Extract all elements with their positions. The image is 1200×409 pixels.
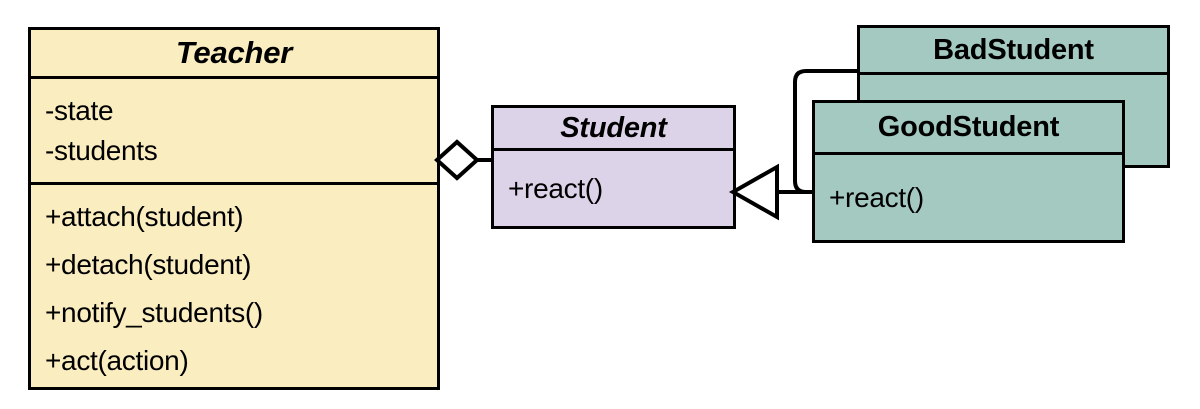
class-name-teacher: Teacher xyxy=(175,34,293,70)
class-name-student: Student xyxy=(560,111,667,144)
method-row: +attach(student) xyxy=(45,201,244,232)
class-name-badstudent: BadStudent xyxy=(933,33,1094,66)
aggregation-teacher-student xyxy=(434,139,494,181)
hollow-triangle-marker xyxy=(728,163,779,221)
class-box-teacher[interactable]: Teacher -state -students +attach(student… xyxy=(28,27,440,390)
attribute-row: -state xyxy=(45,94,114,126)
class-attributes-compartment-teacher: -state -students xyxy=(31,76,437,182)
class-methods-compartment-student: +react() xyxy=(494,148,733,226)
hollow-diamond-marker xyxy=(434,139,480,181)
class-title-compartment-badstudent: BadStudent xyxy=(860,28,1167,72)
class-methods-compartment-teacher: +attach(student) +detach(student) +notif… xyxy=(31,182,437,387)
method-row: +react() xyxy=(829,181,924,213)
class-title-compartment-goodstudent: GoodStudent xyxy=(815,103,1122,152)
class-methods-compartment-badstudent xyxy=(860,72,1167,165)
class-name-goodstudent: GoodStudent xyxy=(877,111,1060,144)
method-row: +detach(student) xyxy=(45,249,252,280)
class-title-compartment-teacher: Teacher xyxy=(31,30,437,76)
method-row: +notify_students() xyxy=(45,297,263,328)
class-title-compartment-student: Student xyxy=(494,108,733,148)
method-row: +react() xyxy=(508,172,603,204)
class-box-goodstudent[interactable]: GoodStudent +react() xyxy=(812,100,1125,243)
class-methods-compartment-goodstudent: +react() xyxy=(815,152,1122,240)
class-box-student[interactable]: Student +react() xyxy=(491,105,736,229)
method-row: +act(action) xyxy=(45,345,189,376)
attribute-row: -students xyxy=(45,134,158,166)
